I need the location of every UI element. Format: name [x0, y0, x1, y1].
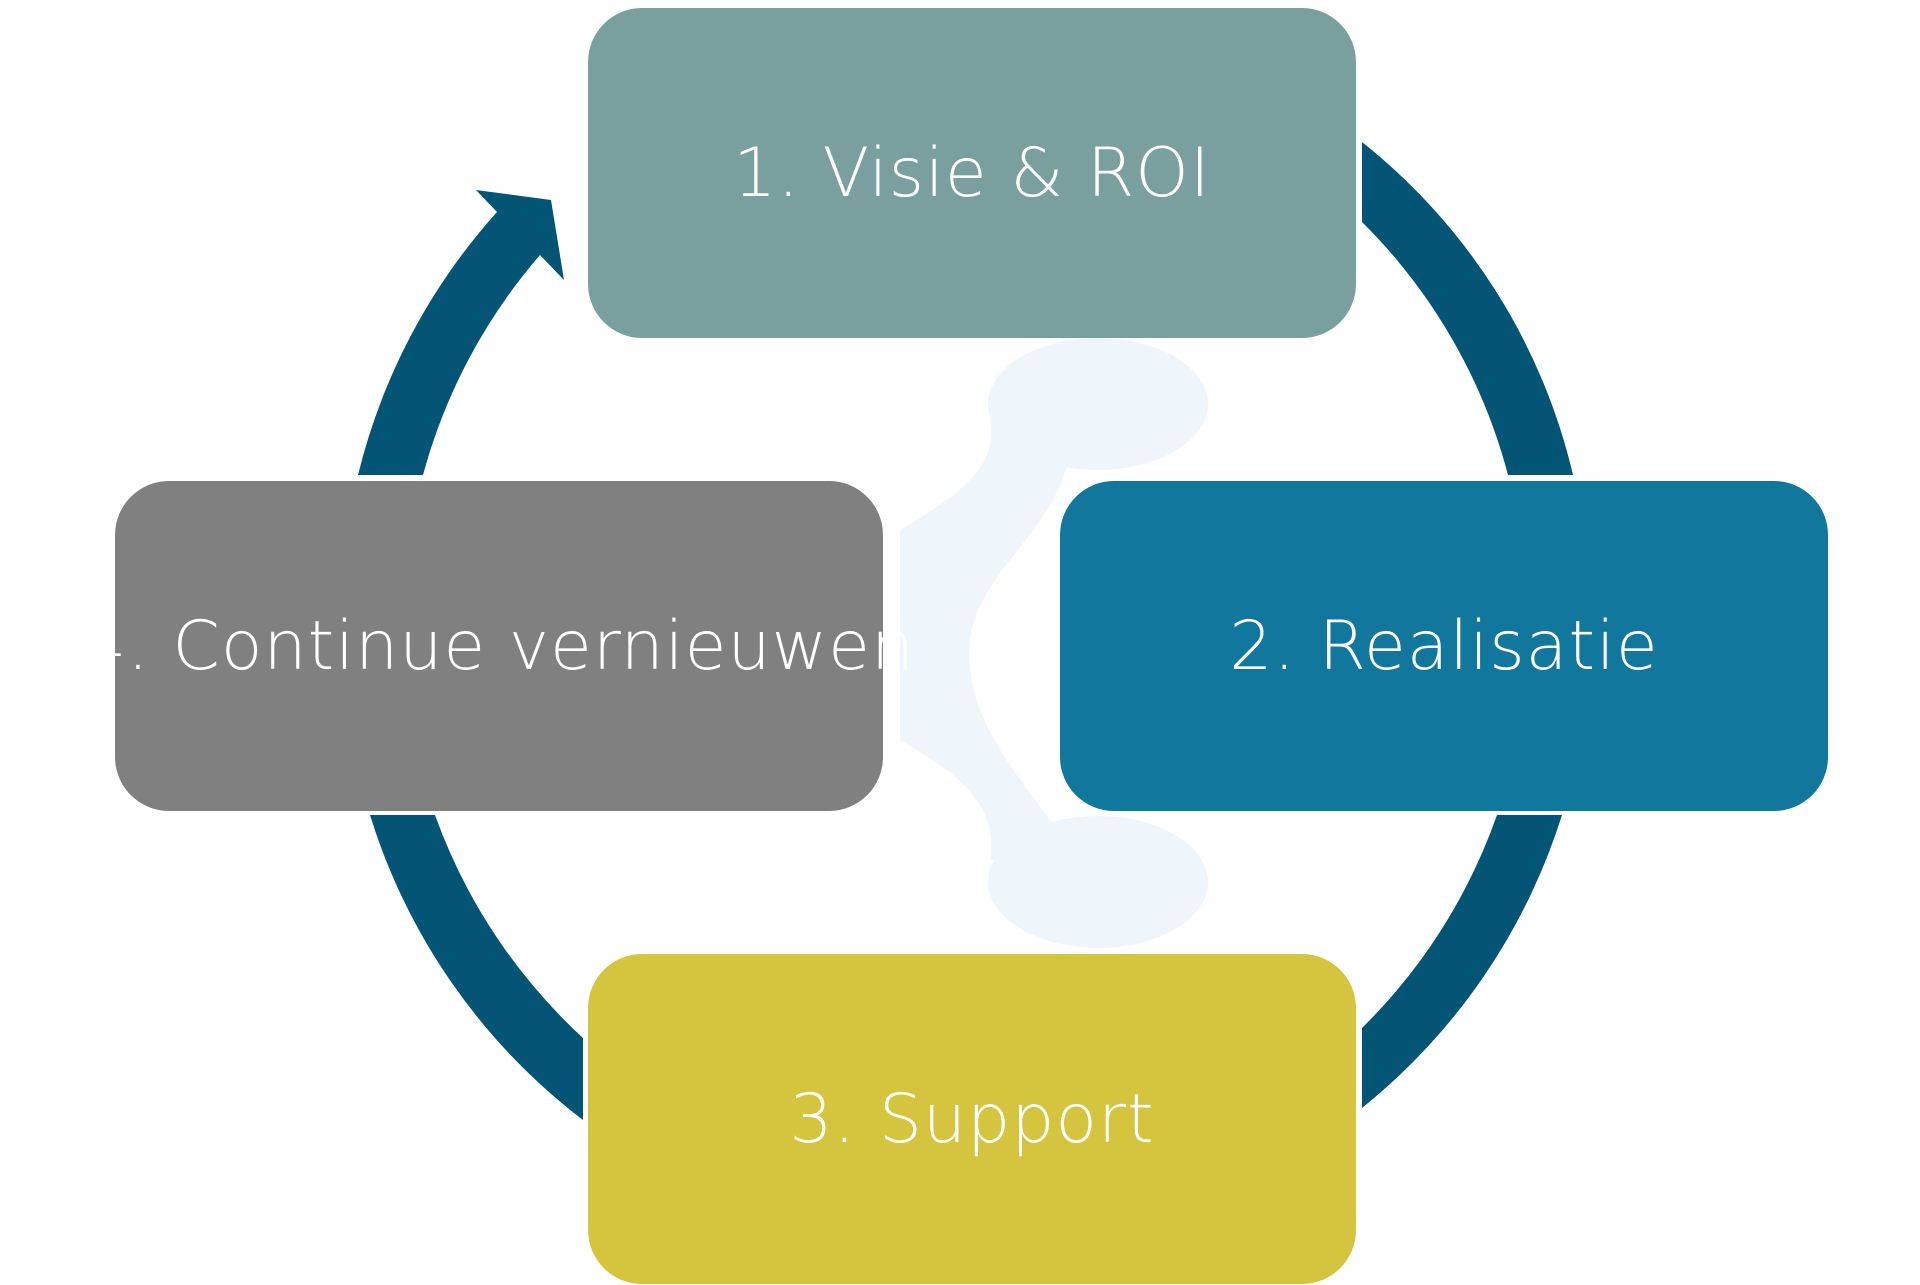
- step-label-3: 3. Support: [789, 1079, 1155, 1159]
- step-box-2: 2. Realisatie: [1060, 481, 1828, 811]
- step-label-2: 2. Realisatie: [1229, 606, 1659, 686]
- step-box-3: 3. Support: [588, 954, 1356, 1284]
- step-label-4: 4. Continue vernieuwen: [82, 606, 916, 686]
- step-box-1: 1. Visie & ROI: [588, 8, 1356, 338]
- step-label-1: 1. Visie & ROI: [733, 133, 1211, 213]
- arc-top-left-arrow: [358, 190, 564, 475]
- step-box-4: 4. Continue vernieuwen: [83, 481, 914, 811]
- arc-bottom-right: [1362, 815, 1562, 1108]
- arc-top-right: [1362, 142, 1573, 475]
- watermark-shape: [900, 338, 1208, 948]
- arc-bottom-left: [370, 815, 583, 1120]
